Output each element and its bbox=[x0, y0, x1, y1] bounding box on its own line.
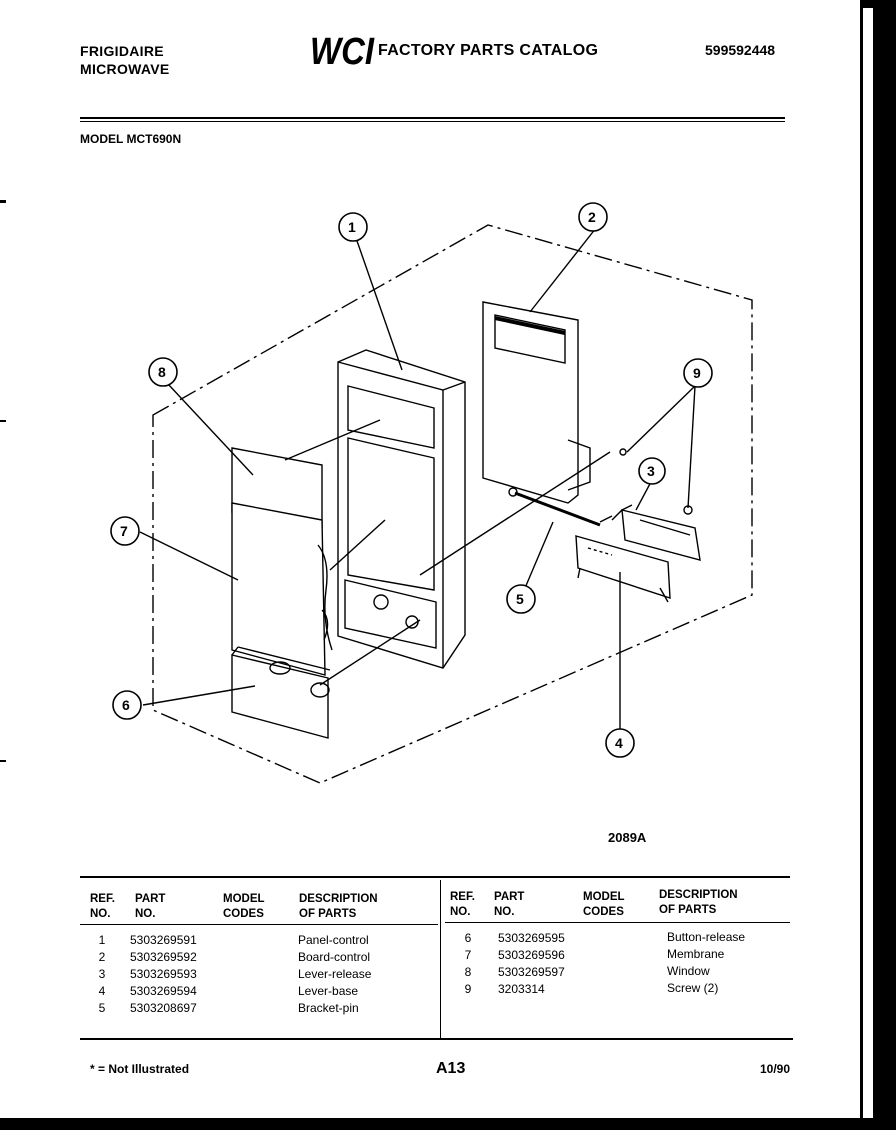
cell-desc: Lever-release bbox=[298, 967, 372, 981]
model-number: MODEL MCT690N bbox=[80, 132, 182, 146]
callout-8: 8 bbox=[148, 357, 178, 387]
cell-desc: Window bbox=[667, 964, 710, 978]
cell-desc: Board-control bbox=[298, 950, 371, 964]
callout-5: 5 bbox=[506, 584, 536, 614]
product-type: MICROWAVE bbox=[80, 61, 170, 77]
brand-name: FRIGIDAIRE bbox=[80, 43, 164, 59]
catalog-number: 599592448 bbox=[705, 42, 776, 58]
scan-speck bbox=[0, 420, 6, 422]
page-frame-gap bbox=[863, 8, 873, 1118]
catalog-title: FACTORY PARTS CATALOG bbox=[378, 42, 599, 59]
header-ref: REF.NO. bbox=[450, 891, 475, 918]
table-divider bbox=[440, 880, 441, 1038]
bracket-pin-part bbox=[508, 487, 613, 527]
figure-code: 2089A bbox=[608, 830, 647, 845]
callout-3: 3 bbox=[638, 457, 666, 485]
svg-text:5: 5 bbox=[516, 591, 524, 607]
table-header-rule-right bbox=[445, 922, 790, 923]
button-release-part bbox=[231, 646, 331, 739]
cell-ref: 7 bbox=[464, 948, 472, 962]
cell-desc: Panel-control bbox=[298, 933, 369, 947]
cell-part: 3203314 bbox=[498, 982, 545, 996]
svg-text:4: 4 bbox=[615, 735, 623, 751]
header-ref: REF.NO. bbox=[90, 893, 115, 920]
cell-ref: 8 bbox=[464, 965, 472, 979]
callout-4: 4 bbox=[605, 728, 635, 758]
lever-base-part bbox=[575, 535, 671, 603]
cell-desc: Button-release bbox=[667, 930, 746, 944]
table-bottom-rule bbox=[80, 1038, 793, 1040]
cell-ref: 2 bbox=[98, 950, 106, 964]
cell-part: 5303269591 bbox=[130, 933, 197, 947]
brand-block: FRIGIDAIRE MICROWAVE bbox=[80, 42, 170, 78]
cell-ref: 1 bbox=[98, 933, 106, 947]
board-control-part bbox=[482, 301, 591, 504]
svg-text:7: 7 bbox=[120, 523, 128, 539]
cell-ref: 5 bbox=[98, 1001, 106, 1015]
callout-7: 7 bbox=[110, 516, 140, 546]
scan-speck bbox=[0, 760, 6, 762]
cell-ref: 9 bbox=[464, 982, 472, 996]
callout-9: 9 bbox=[683, 358, 713, 388]
exploded-parts-diagram: 1 2 3 4 5 6 7 8 9 bbox=[110, 202, 753, 784]
cell-ref: 6 bbox=[464, 931, 472, 945]
svg-text:2: 2 bbox=[588, 209, 596, 225]
cell-part: 5303269597 bbox=[498, 965, 565, 979]
wci-logo: WCI bbox=[310, 31, 375, 70]
catalog-date: 10/90 bbox=[760, 1062, 791, 1076]
callout-6: 6 bbox=[112, 690, 142, 720]
cell-part: 5303269594 bbox=[130, 984, 197, 998]
cell-desc: Bracket-pin bbox=[298, 1001, 359, 1015]
cell-desc: Membrane bbox=[667, 947, 725, 961]
not-illustrated-note: * = Not Illustrated bbox=[90, 1062, 190, 1076]
header-rule bbox=[80, 117, 785, 119]
membrane-part bbox=[231, 502, 333, 676]
assembly-boundary bbox=[152, 224, 753, 784]
cell-part: 5303269592 bbox=[130, 950, 197, 964]
header-rule-thin bbox=[80, 121, 785, 122]
cell-desc: Lever-base bbox=[298, 984, 359, 998]
table-top-rule bbox=[80, 876, 790, 878]
svg-text:8: 8 bbox=[158, 364, 166, 380]
cell-part: 5303269596 bbox=[498, 948, 565, 962]
panel-control-part bbox=[337, 349, 466, 669]
cell-part: 5303269593 bbox=[130, 967, 197, 981]
cell-ref: 4 bbox=[98, 984, 106, 998]
page-number: A13 bbox=[436, 1060, 466, 1077]
callout-1: 1 bbox=[338, 212, 368, 242]
callout-2: 2 bbox=[578, 202, 608, 232]
page-frame-bottom bbox=[0, 1118, 896, 1130]
logo-text: WCI bbox=[310, 31, 375, 70]
cell-ref: 3 bbox=[98, 967, 106, 981]
cell-desc: Screw (2) bbox=[667, 981, 719, 995]
svg-text:9: 9 bbox=[693, 365, 701, 381]
svg-text:3: 3 bbox=[647, 463, 655, 479]
cell-part: 5303269595 bbox=[498, 931, 565, 945]
lever-release-part bbox=[611, 448, 701, 561]
svg-text:1: 1 bbox=[348, 219, 356, 235]
table-header-rule-left bbox=[80, 924, 438, 925]
svg-text:6: 6 bbox=[122, 697, 130, 713]
cell-part: 5303208697 bbox=[130, 1001, 197, 1015]
scan-speck bbox=[0, 200, 6, 203]
